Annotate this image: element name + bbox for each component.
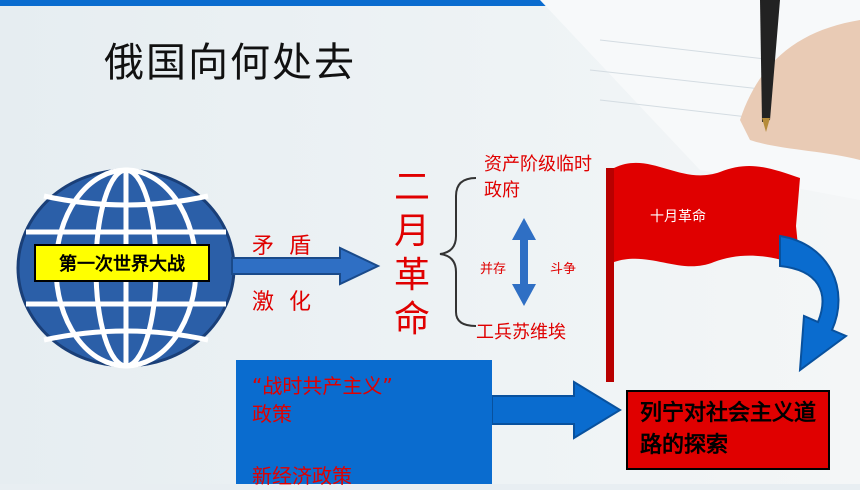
page-title: 俄国向何处去 <box>104 40 356 86</box>
war-communism-text: “战时共产主义” <box>252 374 393 398</box>
policy-text: 政策 <box>252 402 292 426</box>
curved-arrow-icon <box>779 234 848 373</box>
soviet-label: 工兵苏维埃 <box>476 322 566 343</box>
arrow-right-icon <box>491 380 622 440</box>
flag-icon <box>606 162 800 382</box>
february-revolution: 二月革命 <box>393 167 430 340</box>
struggle-label: 斗争 <box>550 262 577 277</box>
intensify-text: 激 化 <box>252 290 315 315</box>
bourgeois-gov-label: 资产阶级临时政府 <box>484 154 592 201</box>
ww1-label: 第一次世界大战 <box>34 244 210 282</box>
contradiction-text: 矛 盾 <box>252 234 315 259</box>
coexist-label: 并存 <box>480 262 507 277</box>
arrow-right-icon <box>231 246 381 286</box>
policy-box <box>236 360 492 484</box>
lenin-exploration-box: 列宁对社会主义道路的探索 <box>626 390 830 470</box>
brace <box>439 177 477 327</box>
double-arrow-icon <box>512 218 536 306</box>
october-revolution-label: 十月革命 <box>650 209 706 225</box>
nep-text: 新经济政策 <box>252 464 352 488</box>
